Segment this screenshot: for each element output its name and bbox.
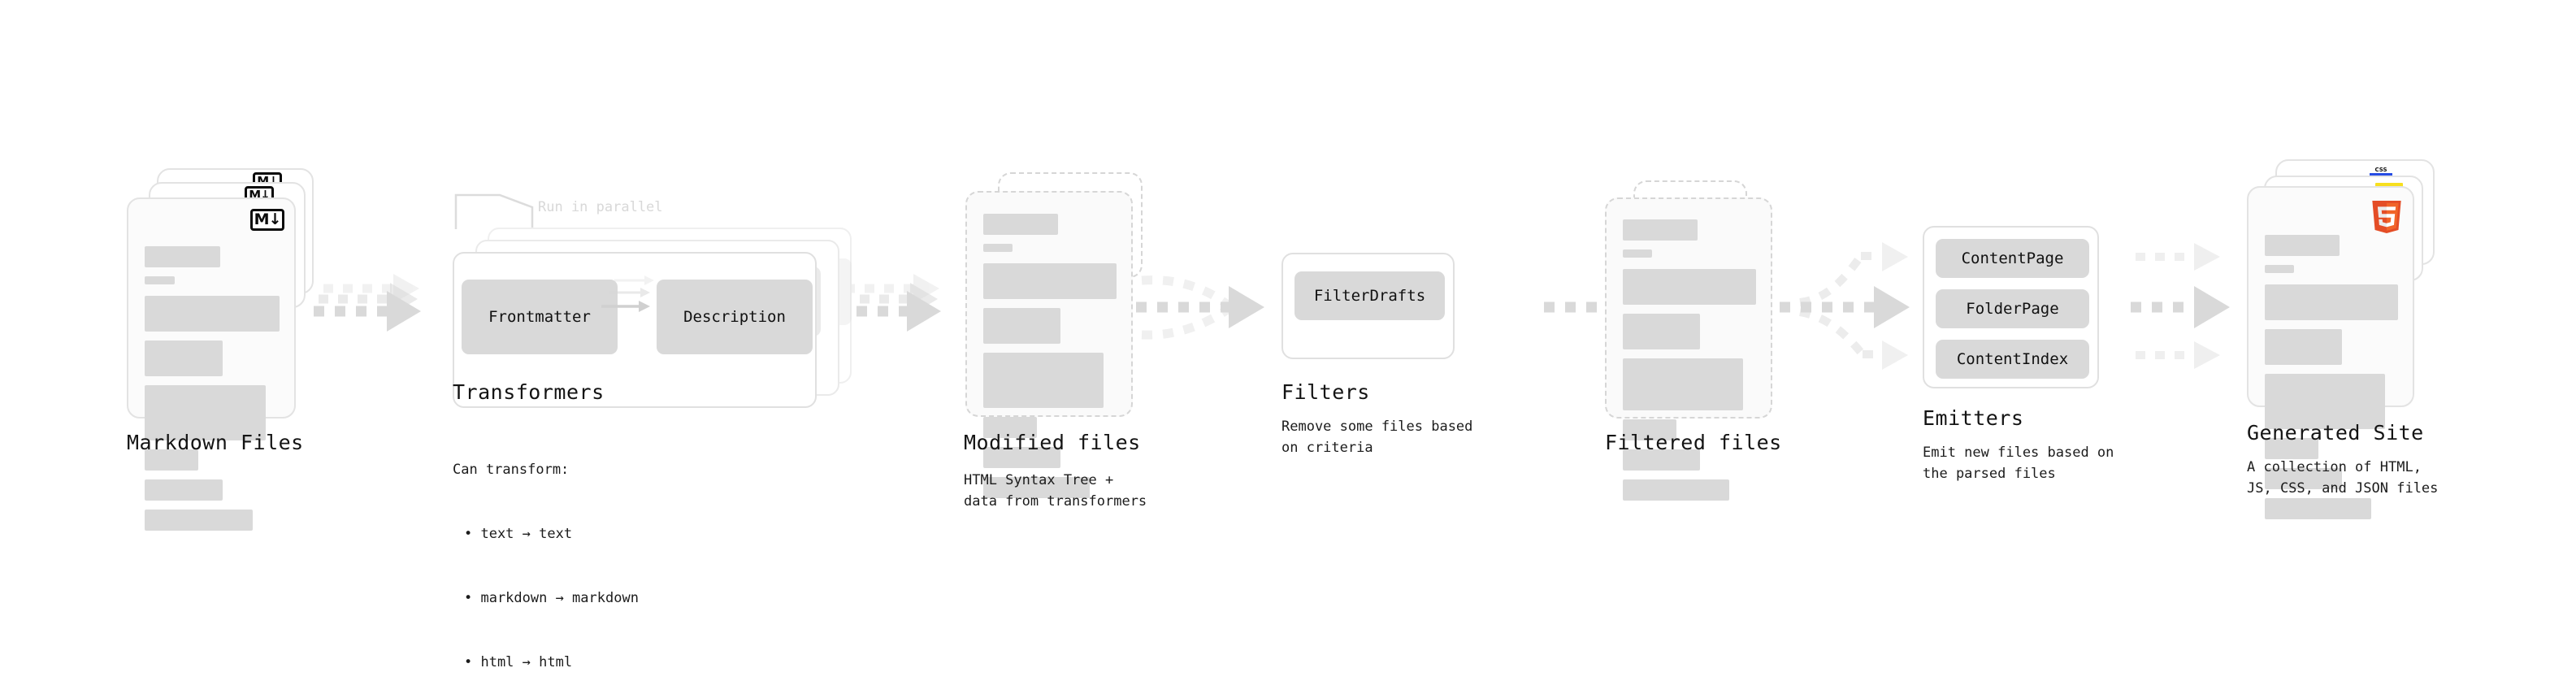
skeleton-bar [1623,449,1701,471]
css-icon-label: CSS [2374,167,2387,173]
pill-description[interactable]: Description [657,280,813,354]
caption-transformers: Transformers [453,380,605,404]
run-in-parallel-bracket [454,193,534,230]
markdown-badge-front: M↓ [250,209,284,231]
html5-icon [2372,201,2401,233]
site-card-front [2247,186,2414,519]
skeleton-bar [145,479,223,501]
pill-frontmatter-label: Frontmatter [488,308,591,326]
skeleton-bar [983,308,1061,344]
skeleton-bar [145,449,199,471]
pill-frontmatter[interactable]: Frontmatter [462,280,618,354]
filtered-card-front [1605,197,1772,501]
caption-markdown-files: Markdown Files [127,431,304,454]
skeleton-bar [2265,284,2398,320]
caption-emitters: Emitters [1923,406,2024,430]
skeleton-bar [983,417,1037,438]
skeleton-bar [2265,498,2372,519]
markdown-skeleton-bars [145,246,280,540]
skeleton-bar [1623,479,1730,501]
transformers-sub-head: Can transform: [453,461,570,478]
skeleton-bar [145,246,220,267]
skeleton-bar [2265,265,2295,273]
arrow-emitters-to-site [2131,243,2230,369]
subcaption-filters: Remove some files based on criteria [1281,419,1473,457]
pill-folderpage-label: FolderPage [1966,300,2059,318]
skeleton-bar [2265,468,2343,489]
emitters-box: ContentPage FolderPage ContentIndex [1923,226,2099,388]
skeleton-bar [1623,249,1653,258]
modified-skeleton-bars [983,214,1117,507]
pill-description-label: Description [683,308,786,326]
pill-folderpage[interactable]: FolderPage [1936,289,2089,328]
transformers-bullet-1: • text → text [464,525,573,542]
skeleton-bar [145,340,223,376]
skeleton-bar [2265,374,2385,429]
filters-box: FilterDrafts [1281,253,1455,359]
caption-filtered-files: Filtered files [1605,431,1782,454]
subcaption-transformers: Can transform: • text → text • markdown … [453,416,639,681]
pill-contentpage[interactable]: ContentPage [1936,239,2089,278]
arrow-filtered-to-emitters [1780,242,1910,370]
skeleton-bar [1623,314,1701,349]
skeleton-bar [1623,358,1743,410]
skeleton-bar [983,477,1091,498]
pill-filterdrafts[interactable]: FilterDrafts [1295,271,1445,320]
skeleton-bar [983,353,1104,408]
subcaption-generated-site: A collection of HTML, JS, CSS, and JSON … [2247,459,2439,497]
skeleton-bar [1623,419,1676,440]
skeleton-bar [1623,269,1756,305]
skeleton-bar [145,276,175,284]
skeleton-bar [983,244,1013,252]
caption-modified-files: Modified files [964,431,1141,454]
transformers-bullet-3: • html → html [464,653,573,670]
skeleton-bar [983,263,1117,299]
skeleton-bar [1623,219,1698,241]
site-skeleton-bars [2265,235,2398,528]
subcaption-emitters: Emit new files based on the parsed files [1923,445,2114,483]
skeleton-bar [145,385,267,440]
subcaption-modified-files: HTML Syntax Tree + data from transformer… [964,472,1147,510]
skeleton-bar [2265,235,2340,256]
run-in-parallel-label: Run in parallel [538,199,663,215]
pill-filterdrafts-label: FilterDrafts [1313,287,1426,305]
skeleton-bar [983,214,1058,235]
skeleton-bar [145,510,253,531]
arrow-markdown-to-transformers [314,274,421,332]
css-icon: CSS [2370,167,2392,176]
markdown-card-front: M↓ [127,197,296,531]
pill-contentpage-label: ContentPage [1961,249,2064,267]
skeleton-bar [2265,438,2318,459]
transformers-bullet-2: • markdown → markdown [464,589,639,606]
arrow-modified-to-filters [1136,275,1264,340]
caption-generated-site: Generated Site [2247,421,2424,445]
modified-card-front [965,191,1133,498]
filtered-skeleton-bars [1623,219,1756,510]
skeleton-bar [2265,329,2343,365]
skeleton-bar [983,447,1061,468]
skeleton-bar [145,296,280,332]
pill-contentindex-label: ContentIndex [1956,350,2069,368]
pill-contentindex[interactable]: ContentIndex [1936,340,2089,379]
caption-filters: Filters [1281,380,1370,404]
